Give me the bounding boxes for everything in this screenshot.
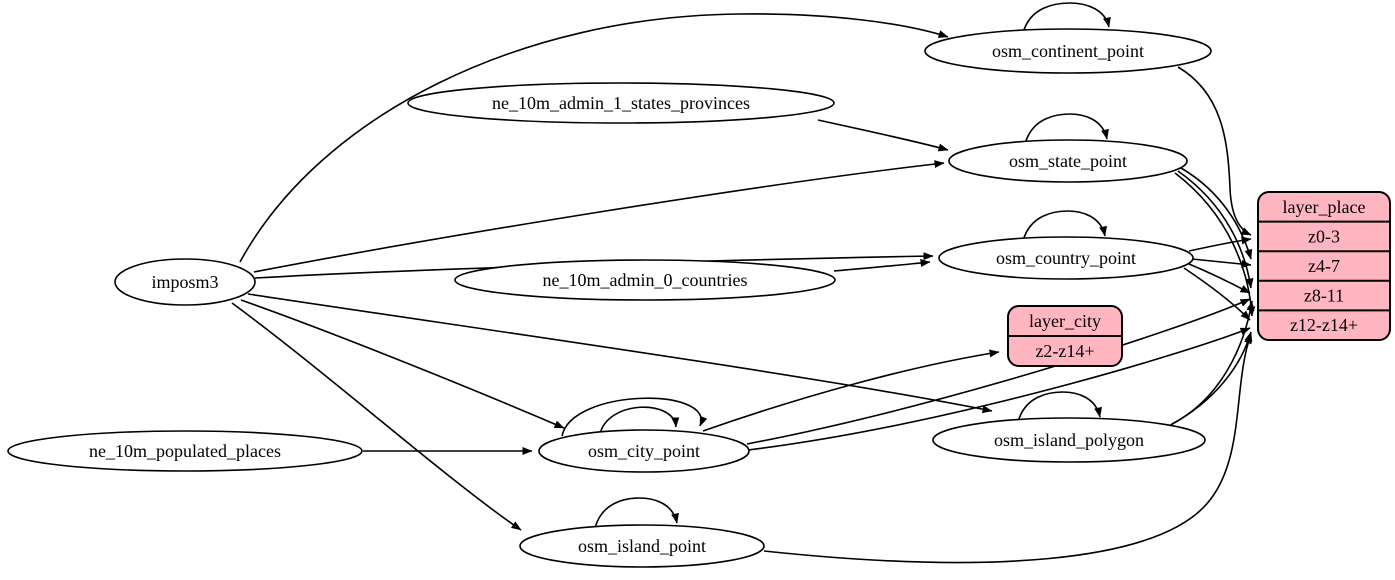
edge-ne_10m_admin_0_countries-to-osm_country_point (833, 259, 931, 272)
table-ellipse (948, 139, 1188, 183)
record-row-z8-11: z8-11 (1304, 286, 1344, 306)
edge-imposm3-to-osm_continent_point (239, 13, 949, 263)
table-ellipse (538, 429, 750, 473)
record-row-z12-z14+: z12-z14+ (1290, 315, 1358, 335)
table-ellipse (519, 524, 765, 568)
table-node-ne_10m_populated_places: ne_10m_populated_places (7, 430, 363, 472)
table-node-osm_city_point: osm_city_point (538, 429, 750, 473)
edge-osm_country_point-self (1022, 210, 1107, 242)
edge-osm_city_point-to-layer_place:z12-z14+ (747, 327, 1251, 451)
edge-osm_state_point-to-layer_place:z8-11 (1177, 170, 1254, 289)
table-label: osm_country_point (996, 248, 1136, 268)
record-row-layer_place: layer_place (1283, 197, 1366, 217)
layer-record-layer_city: layer_city z2-z14+ (1007, 305, 1123, 367)
edge-osm_state_point-self (1024, 113, 1109, 145)
edge-osm_country_point-to-layer_place:z12-z14+ (1183, 267, 1251, 321)
table-node-osm_island_polygon: osm_island_polygon (932, 417, 1206, 463)
layer-record-layer_place: layer_place z0-3 z4-7 z8-11 z12-z14+ (1257, 191, 1391, 341)
table-ellipse (7, 430, 363, 472)
table-label: osm_city_point (588, 441, 700, 461)
table-ellipse (938, 236, 1194, 280)
table-ellipse (924, 28, 1212, 74)
edge-imposm3-to-osm_island_point (231, 302, 522, 531)
edge-osm_city_point-self (561, 397, 708, 437)
table-label: osm_state_point (1009, 151, 1127, 171)
record-box (1257, 191, 1391, 341)
table-node-ne_10m_admin_0_countries: ne_10m_admin_0_countries (454, 259, 836, 301)
table-node-ne_10m_admin_1_states_provinces: ne_10m_admin_1_states_provinces (407, 82, 835, 124)
edge-imposm3-to-osm_island_polygon (247, 293, 993, 414)
edge-osm_island_polygon-to-layer_place:z12-z14+ (1166, 331, 1253, 428)
table-label: osm_continent_point (992, 41, 1144, 61)
table-node-osm_continent_point: osm_continent_point (924, 28, 1212, 74)
table-label: ne_10m_admin_1_states_provinces (492, 93, 750, 113)
edge-osm_continent_point-to-layer_place:z0-3 (1177, 66, 1252, 236)
edge-osm_island_point-to-layer_place:z12-z14+ (763, 333, 1252, 564)
table-node-imposm3: imposm3 (114, 258, 256, 306)
edge-osm_island_polygon-self (1017, 391, 1102, 423)
table-node-osm_country_point: osm_country_point (938, 236, 1194, 280)
record-row-z4-7: z4-7 (1308, 256, 1340, 276)
edge-osm_continent_point-self (1022, 2, 1111, 34)
edge-imposm3-to-osm_city_point (240, 299, 565, 429)
edge-osm_city_point-to-layer_city:z2-z14+ (702, 349, 1000, 432)
edge-osm_island_polygon-to-layer_place:z8-11 (1171, 300, 1255, 425)
record-row-z0-3: z0-3 (1308, 226, 1340, 246)
table-node-osm_state_point: osm_state_point (948, 139, 1188, 183)
table-label: imposm3 (151, 272, 218, 292)
record-row-layer_city: layer_city (1029, 311, 1101, 331)
edge-osm_state_point-to-layer_place:z4-7 (1180, 167, 1253, 260)
record-row-z2-z14+: z2-z14+ (1035, 341, 1094, 361)
table-label: ne_10m_admin_0_countries (543, 270, 748, 290)
edge-osm_city_point-self (599, 406, 680, 435)
edge-osm_country_point-to-layer_place:z8-11 (1188, 263, 1251, 294)
edge-osm_city_point-to-layer_place:z8-11 (746, 298, 1251, 445)
table-label: osm_island_polygon (994, 430, 1144, 450)
table-ellipse (407, 82, 835, 124)
table-node-osm_island_point: osm_island_point (519, 524, 765, 568)
edge-osm_country_point-to-layer_place:z0-3 (1188, 236, 1252, 252)
edge-imposm3-to-osm_state_point (253, 160, 945, 273)
table-ellipse (114, 258, 256, 306)
edge-osm_island_point-self (594, 497, 679, 529)
edge-ne_10m_admin_1_states_provinces-to-osm_state_point (817, 119, 949, 152)
table-ellipse (454, 259, 836, 301)
table-ellipse (932, 417, 1206, 463)
table-label: osm_island_point (578, 536, 706, 556)
edge-osm_state_point-to-layer_place:z12-z14+ (1174, 172, 1256, 317)
table-label: ne_10m_populated_places (89, 441, 281, 461)
